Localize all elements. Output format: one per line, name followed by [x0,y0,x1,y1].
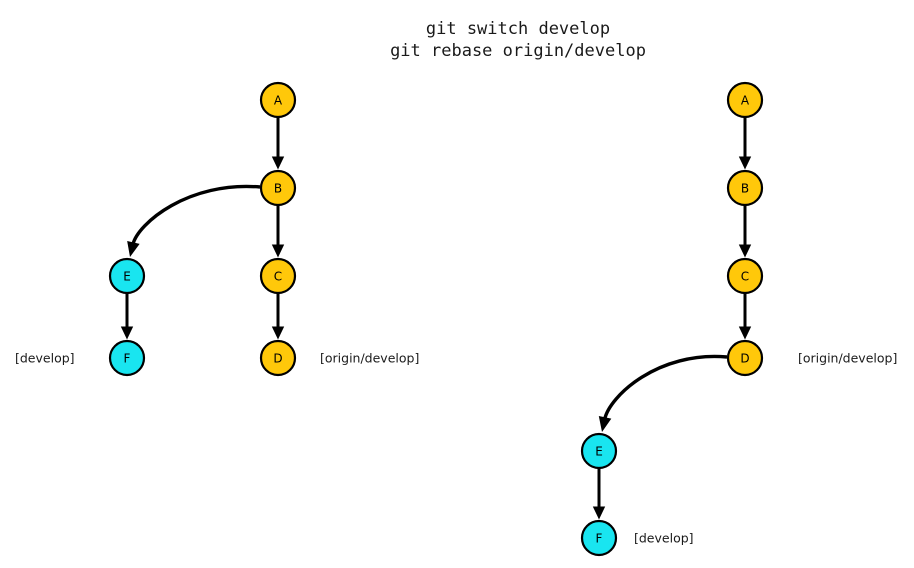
edge-after-D-to-E [598,354,728,432]
edges-after [592,118,752,520]
nodes-after: A B C D E F [580,81,764,557]
commit-node-before-F[interactable]: F [108,339,146,377]
commit-circle[interactable] [108,339,146,377]
commit-circle[interactable] [726,339,764,377]
arrow-head [738,244,752,258]
commit-circle[interactable] [580,432,618,470]
ref-label-origindevelop: [origin/develop] [320,351,419,366]
edge-shaft [602,354,728,420]
commit-circle[interactable] [108,257,146,295]
arrow-head [120,326,134,340]
commit-graph-after: A B C D E F [origin/develop] [develop] [580,81,897,557]
arrow-head [738,156,752,170]
commit-node-before-C[interactable]: C [259,257,297,295]
edge-after-B-to-C [738,206,752,258]
commit-circle[interactable] [726,169,764,207]
arrow-head [592,506,606,520]
commit-circle[interactable] [259,169,297,207]
commit-node-after-B[interactable]: B [726,169,764,207]
commit-label: D [740,352,749,366]
ref-labels-before: [develop] [origin/develop] [15,351,419,366]
commit-label: A [274,94,283,108]
edge-shaft [131,184,261,246]
commit-circle[interactable] [726,257,764,295]
commit-label: F [124,352,131,366]
commit-label: E [123,270,131,284]
commit-graph-before: A B C D E F [develop] [origin/develop] [15,81,419,377]
title-line-2: git rebase origin/develop [390,41,646,61]
arrow-head [271,156,285,170]
ref-label-develop: [develop] [15,351,75,366]
commit-circle[interactable] [259,257,297,295]
commit-node-before-D[interactable]: D [259,339,297,377]
edge-after-E-to-F [592,469,606,520]
arrow-head [127,240,140,257]
commit-node-after-F[interactable]: F [580,519,618,557]
commit-node-after-C[interactable]: C [726,257,764,295]
commit-circle[interactable] [580,519,618,557]
commit-label: B [274,182,282,196]
edges-before [120,118,285,340]
edge-before-A-to-B [271,118,285,170]
arrow-head [271,244,285,258]
commit-label: B [741,182,749,196]
arrow-head [271,326,285,340]
commit-label: C [274,270,282,284]
commit-label: A [741,94,750,108]
edge-after-A-to-B [738,118,752,170]
commit-node-before-B[interactable]: B [259,169,297,207]
commit-circle[interactable] [259,339,297,377]
edge-after-C-to-D [738,294,752,340]
edge-before-E-to-F [120,294,134,340]
edge-before-B-to-C [271,206,285,258]
commit-node-before-A[interactable]: A [259,81,297,119]
commit-label: E [595,445,603,459]
commit-circle[interactable] [259,81,297,119]
commit-node-after-E[interactable]: E [580,432,618,470]
commit-node-after-D[interactable]: D [726,339,764,377]
title-block: git switch develop git rebase origin/dev… [390,19,646,61]
title-line-1: git switch develop [426,19,610,39]
commit-label: F [596,532,603,546]
ref-label-develop: [develop] [634,531,694,546]
ref-label-origindevelop: [origin/develop] [798,351,897,366]
ref-labels-after: [origin/develop] [develop] [634,351,897,546]
commit-circle[interactable] [726,81,764,119]
arrow-head [738,326,752,340]
commit-label: C [741,270,749,284]
commit-node-before-E[interactable]: E [108,257,146,295]
edge-before-B-to-E [127,184,261,257]
nodes-before: A B C D E F [108,81,297,377]
graphs-layer: A B C D E F [develop] [origin/develop] A B C D E F [or… [15,81,897,557]
arrow-head [598,416,612,432]
edge-before-C-to-D [271,294,285,340]
commit-node-after-A[interactable]: A [726,81,764,119]
commit-label: D [273,352,282,366]
